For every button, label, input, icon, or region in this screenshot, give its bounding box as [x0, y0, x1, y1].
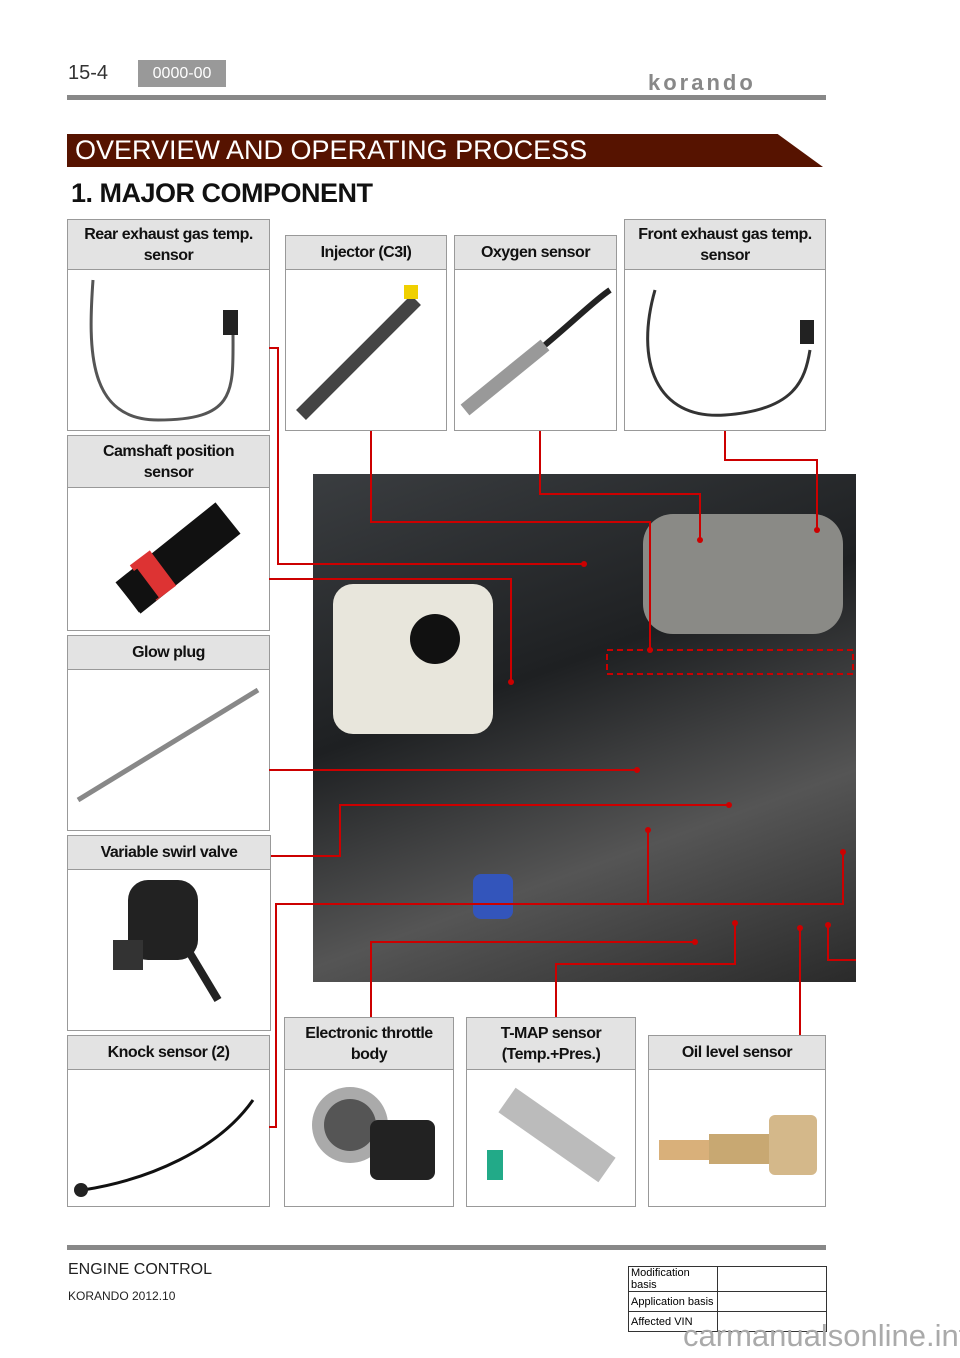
component-label: T-MAP sensor (Temp.+Pres.): [467, 1018, 635, 1070]
component-camshaft-position-sensor: Camshaft position sensor: [67, 435, 270, 631]
t-map-sensor-image: [467, 1070, 635, 1210]
section-banner: OVERVIEW AND OPERATING PROCESS: [67, 134, 823, 167]
revision-table: Modification basis Application basis Aff…: [628, 1266, 827, 1332]
intake-manifold-image: [643, 514, 843, 634]
header-rule: [67, 95, 826, 100]
component-label: Oil level sensor: [649, 1036, 825, 1070]
engine-bay-photo: [313, 474, 856, 982]
sensor-image: [625, 270, 825, 435]
swirl-valve-image: [68, 870, 270, 1035]
coolant-reservoir-image: [333, 584, 493, 734]
table-label: Modification basis: [628, 1266, 718, 1292]
table-value: [717, 1311, 827, 1332]
table-label: Affected VIN: [628, 1311, 718, 1332]
glow-plug-image: [68, 670, 269, 835]
reservoir-cap-image: [410, 614, 460, 664]
oxygen-sensor-image: [455, 270, 616, 435]
leader-oil-level-2: [827, 925, 856, 961]
oil-level-sensor-image: [649, 1070, 825, 1210]
injector-highlight: [606, 649, 854, 675]
component-label: Glow plug: [68, 636, 269, 670]
knock-sensor-image: [68, 1070, 269, 1210]
table-label: Application basis: [628, 1291, 718, 1312]
component-label: Variable swirl valve: [68, 836, 270, 870]
component-oxygen-sensor: Oxygen sensor: [454, 235, 617, 431]
leader-swirl-valve: [271, 804, 729, 857]
component-label: Knock sensor (2): [68, 1036, 269, 1070]
component-t-map-sensor: T-MAP sensor (Temp.+Pres.): [466, 1017, 636, 1207]
leader-rear-exhaust: [269, 347, 584, 565]
leader-injector: [370, 431, 651, 650]
footer-section: ENGINE CONTROL: [68, 1261, 213, 1278]
table-value: [717, 1291, 827, 1312]
footer-model: KORANDO 2012.10: [68, 1289, 176, 1303]
component-label: Front exhaust gas temp. sensor: [625, 220, 825, 270]
blue-cap-image: [473, 874, 513, 919]
component-variable-swirl-valve: Variable swirl valve: [67, 835, 271, 1031]
leader-oxygen: [539, 431, 701, 540]
component-label: Oxygen sensor: [455, 236, 616, 270]
page-number: 15-4: [68, 62, 109, 84]
component-injector: Injector (C3I): [285, 235, 447, 431]
component-electronic-throttle-body: Electronic throttle body: [284, 1017, 454, 1207]
injector-image: [286, 270, 446, 435]
table-value: [717, 1266, 827, 1292]
page-heading: 1. MAJOR COMPONENT: [71, 178, 373, 208]
component-knock-sensor: Knock sensor (2): [67, 1035, 270, 1207]
leader-camshaft: [269, 578, 512, 682]
section-code-badge: 0000-00: [138, 60, 226, 87]
component-glow-plug: Glow plug: [67, 635, 270, 831]
component-rear-exhaust-gas-temp-sensor: Rear exhaust gas temp. sensor: [67, 219, 270, 431]
component-label: Injector (C3I): [286, 236, 446, 270]
component-label: Electronic throttle body: [285, 1018, 453, 1070]
component-oil-level-sensor: Oil level sensor: [648, 1035, 826, 1207]
leader-front-exhaust: [724, 431, 818, 530]
component-label: Camshaft position sensor: [68, 436, 269, 488]
watermark: carmanualsonline.info: [683, 1318, 960, 1353]
leader-knock: [269, 852, 844, 1128]
brand-logo: korando: [648, 70, 756, 95]
footer-rule: [67, 1245, 826, 1250]
throttle-body-image: [285, 1070, 453, 1210]
leader-t-map: [555, 923, 736, 1017]
camshaft-sensor-image: [68, 488, 269, 633]
leader-throttle: [370, 941, 695, 1017]
sensor-image: [68, 270, 269, 435]
component-front-exhaust-gas-temp-sensor: Front exhaust gas temp. sensor: [624, 219, 826, 431]
component-label: Rear exhaust gas temp. sensor: [68, 220, 269, 270]
